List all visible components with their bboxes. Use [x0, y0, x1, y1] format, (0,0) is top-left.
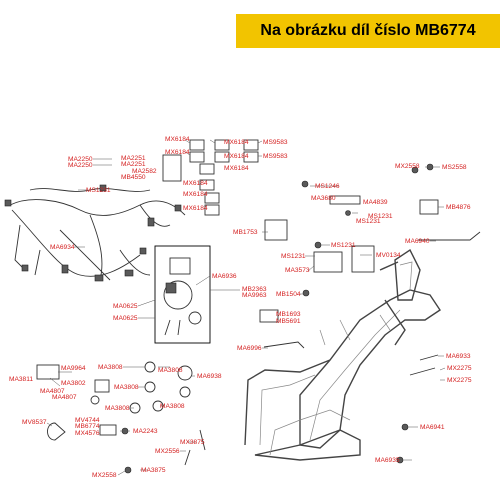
part-label[interactable]: MX2275 [447, 365, 472, 372]
part-label[interactable]: MV8537 [22, 419, 47, 426]
part-label[interactable]: MX6184 [165, 136, 190, 143]
part-label[interactable]: MX3875 [180, 439, 205, 446]
part-label[interactable]: MA9963 [242, 292, 267, 299]
part-label[interactable]: MB1693 [276, 311, 301, 318]
part-label[interactable]: MV0134 [376, 252, 401, 259]
part-label[interactable]: MB2363 [242, 286, 267, 293]
part-label[interactable]: MA0625 [113, 315, 138, 322]
ignition-switch-drawing [163, 257, 202, 336]
part-label[interactable]: MB1753 [233, 229, 258, 236]
leader-lines [46, 139, 446, 476]
part-label[interactable]: MX2556 [155, 448, 180, 455]
part-label[interactable]: MA6996 [237, 345, 262, 352]
part-label[interactable]: MA6940 [405, 238, 430, 245]
part-label[interactable]: MA6935 [375, 457, 400, 464]
part-label[interactable]: MA3875 [141, 467, 166, 474]
wire-harness-drawing [4, 184, 186, 282]
small-parts-drawings [162, 139, 481, 376]
part-number-banner: Na obrázku díl číslo MB6774 [236, 14, 500, 48]
part-label[interactable]: MB5691 [276, 318, 301, 325]
part-label[interactable]: MA9964 [61, 365, 86, 372]
part-label[interactable]: MX2275 [447, 377, 472, 384]
part-label[interactable]: MX6184 [224, 139, 249, 146]
part-label[interactable]: MA6936 [212, 273, 237, 280]
part-label[interactable]: MS9583 [263, 139, 288, 146]
part-label[interactable]: MA3573 [285, 267, 310, 274]
part-label[interactable]: MA6934 [50, 244, 75, 251]
part-label[interactable]: MA3808 [105, 405, 130, 412]
part-label[interactable]: MS1231 [368, 213, 393, 220]
part-label[interactable]: MA4839 [363, 199, 388, 206]
part-label[interactable]: MB6774 [75, 423, 100, 430]
part-label[interactable]: MB4876 [446, 204, 471, 211]
part-label[interactable]: MA3811 [9, 376, 33, 383]
part-label[interactable]: MA3808 [160, 403, 185, 410]
part-label[interactable]: MX6184 [183, 180, 208, 187]
part-label[interactable]: MA6938 [197, 373, 222, 380]
part-label[interactable]: MS1231 [356, 218, 381, 225]
part-label[interactable]: MA2243 [133, 428, 158, 435]
part-label[interactable]: MS1231 [331, 242, 356, 249]
part-label[interactable]: MS1231 [281, 253, 306, 260]
part-label[interactable]: MA3680 [311, 195, 336, 202]
part-label[interactable]: MA2250 [68, 156, 93, 163]
part-label[interactable]: MA3808 [158, 367, 183, 374]
part-label[interactable]: MS2558 [442, 164, 467, 171]
part-label[interactable]: MA3802 [61, 380, 86, 387]
part-label[interactable]: MX4576 [75, 430, 100, 437]
part-label[interactable]: MA4807 [52, 394, 77, 401]
part-label[interactable]: MA3808 [98, 364, 123, 371]
part-label[interactable]: MS1231 [86, 187, 111, 194]
part-label[interactable]: MS1246 [315, 183, 340, 190]
part-label[interactable]: MA2251 [121, 161, 146, 168]
part-label[interactable]: MX6184 [224, 165, 249, 172]
part-label[interactable]: MX6184 [165, 149, 190, 156]
part-label[interactable]: MA2250 [68, 162, 93, 169]
part-label[interactable]: MA3808 [114, 384, 139, 391]
part-labels: MX6184 MX6184 MS9583 MX6184 MX6184 MS958… [9, 136, 472, 479]
ignition-switch-group-box [154, 245, 211, 344]
scooter-frame-drawing [244, 248, 441, 461]
part-label[interactable]: MS9583 [263, 153, 288, 160]
part-label[interactable]: MA6933 [446, 353, 471, 360]
part-label[interactable]: MB4550 [121, 174, 146, 181]
part-label[interactable]: MB1504 [276, 291, 301, 298]
part-label[interactable]: MX6184 [183, 191, 208, 198]
part-label[interactable]: MX6184 [183, 205, 208, 212]
part-label[interactable]: MA2251 [121, 155, 146, 162]
part-label[interactable]: MA4807 [40, 388, 65, 395]
part-label[interactable]: MX6184 [224, 153, 249, 160]
part-label[interactable]: MV4744 [75, 417, 100, 424]
part-label[interactable]: MX2558 [92, 472, 117, 479]
part-label[interactable]: MA6941 [420, 424, 445, 431]
part-label[interactable]: MX2558 [395, 163, 420, 170]
part-label[interactable]: MA0625 [113, 303, 138, 310]
part-label[interactable]: MA2582 [132, 168, 157, 175]
